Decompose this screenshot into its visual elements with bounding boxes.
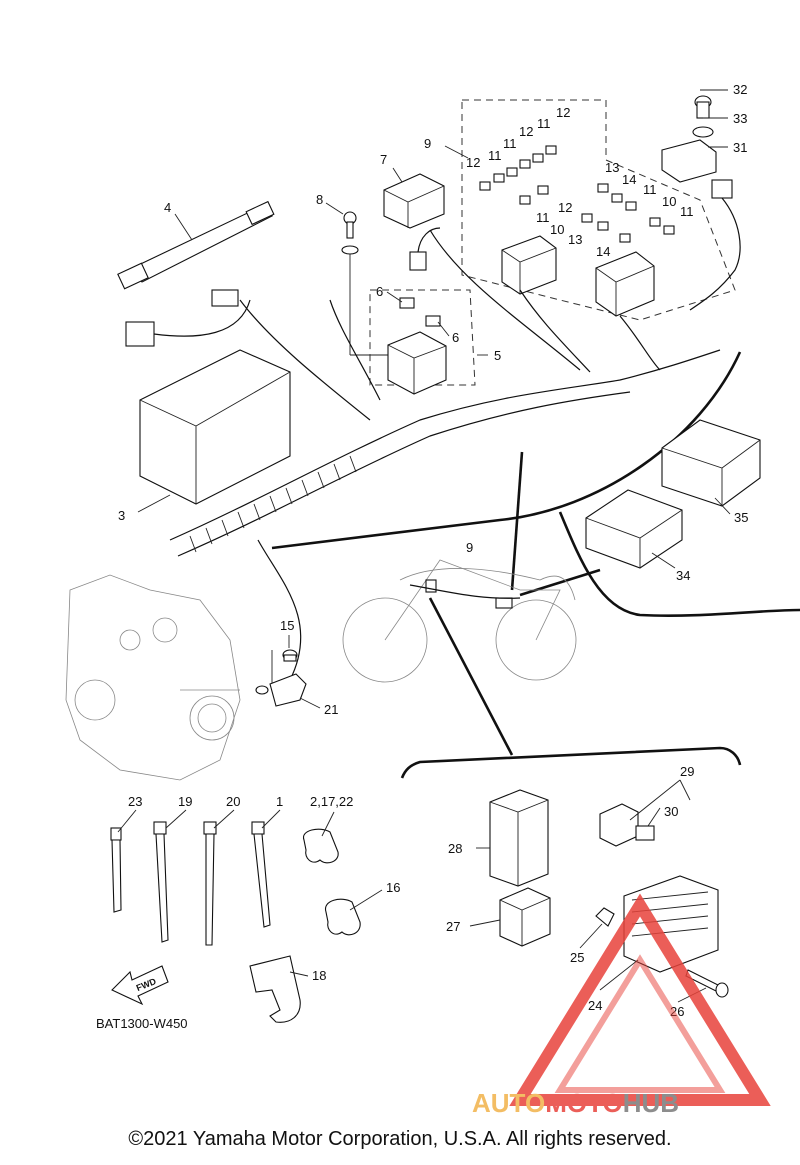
callout-3: 3: [118, 508, 125, 523]
callout-32: 32: [733, 82, 747, 97]
callout-18: 18: [312, 968, 326, 983]
callout-6a: 6: [376, 284, 383, 299]
callout-6b: 6: [452, 330, 459, 345]
callout-7: 7: [380, 152, 387, 167]
part-1-tie: [251, 821, 271, 928]
callout-11a: 11: [488, 148, 502, 163]
callout-20: 20: [226, 794, 240, 809]
fuse-box-right: [595, 251, 655, 317]
callout-11e: 11: [536, 210, 550, 225]
callout-11c: 11: [537, 116, 551, 131]
callout-10a: 10: [550, 222, 564, 237]
callout-30: 30: [664, 804, 678, 819]
callout-12d: 12: [558, 200, 572, 215]
part-3-battery: [125, 289, 291, 505]
callout-21: 21: [324, 702, 338, 717]
watermark-part-hub: HUB: [623, 1088, 679, 1118]
copyright-notice: ©2021 Yamaha Motor Corporation, U.S.A. A…: [128, 1128, 672, 1150]
callout-27: 27: [446, 919, 460, 934]
part-27-relay: [499, 887, 551, 947]
harness-spiral-wrap: [189, 455, 357, 553]
part-7-relay: [383, 173, 445, 271]
callout-14b: 14: [596, 244, 610, 259]
callout-28: 28: [448, 841, 462, 856]
callout-5: 5: [494, 348, 501, 363]
part-15-bolt: [271, 649, 298, 690]
part-16-clamp: [325, 898, 361, 936]
callout-9-top: 9: [424, 136, 431, 151]
leader-lines: [117, 89, 731, 1003]
callout-19: 19: [178, 794, 192, 809]
part-4-strap: [117, 200, 275, 290]
part-18-bracket: [249, 955, 301, 1023]
callout-9-mid: 9: [466, 540, 473, 555]
callout-14a: 14: [622, 172, 636, 187]
callout-11b: 11: [503, 136, 517, 151]
watermark-part-moto: MOTO: [545, 1088, 623, 1118]
callout-12b: 12: [519, 124, 533, 139]
fuses: [479, 145, 675, 243]
watermark-logo: AUTOMOTOHUB: [472, 893, 771, 1118]
callout-1: 1: [276, 794, 283, 809]
part-19-tie: [153, 821, 169, 943]
part-34-unit: [585, 489, 683, 569]
part-29-connector: [599, 803, 655, 847]
callout-2-17-22: 2,17,22: [310, 794, 353, 809]
fwd-arrow: FWD: [111, 965, 169, 1006]
engine-outline: [65, 574, 241, 781]
callout-24: 24: [588, 998, 602, 1013]
callout-4: 4: [164, 200, 171, 215]
callout-12e: 11: [680, 204, 694, 219]
watermark-part-auto: AUTO: [472, 1088, 545, 1118]
part-35-ecu: [661, 419, 761, 507]
part-21-sensor: [255, 673, 307, 707]
callout-33: 33: [733, 111, 747, 126]
part-31-sensor: [661, 95, 741, 311]
part-2-17-22-clamp: [303, 828, 339, 864]
callout-12c: 12: [556, 105, 570, 120]
callout-34: 34: [676, 568, 690, 583]
callout-31: 31: [733, 140, 747, 155]
part-28-relay: [489, 789, 549, 887]
watermark-triangle-icon: [509, 893, 771, 1106]
callout-13b: 13: [568, 232, 582, 247]
main-harness: [169, 229, 721, 681]
callout-25: 25: [570, 950, 584, 965]
part-23-band: [110, 827, 122, 913]
callout-11d: 11: [643, 182, 657, 197]
callout-16: 16: [386, 880, 400, 895]
callout-8: 8: [316, 192, 323, 207]
callout-12a: 12: [466, 155, 480, 170]
callout-29: 29: [680, 764, 694, 779]
callout-10b: 10: [662, 194, 676, 209]
motorcycle-silhouette: [342, 559, 577, 683]
part-24-rectifier: [595, 875, 719, 973]
diagram-code: BAT1300-W450: [96, 1016, 188, 1031]
detail-frame-lines: [271, 351, 800, 779]
part-8-bolt: [341, 211, 390, 356]
callout-13a: 13: [605, 160, 619, 175]
callout-35: 35: [734, 510, 748, 525]
fuse-group-outline: [369, 99, 736, 386]
part-5-starter-relay: [387, 297, 447, 395]
part-20-tie: [203, 821, 217, 946]
fuse-box-left: [501, 235, 557, 295]
callout-labels: 32 33 31 9 7 12 11 11 12 11 12 13 14 11 …: [96, 82, 748, 1031]
callout-15: 15: [280, 618, 294, 633]
watermark-text: AUTOMOTOHUB: [472, 1088, 679, 1118]
callout-23: 23: [128, 794, 142, 809]
